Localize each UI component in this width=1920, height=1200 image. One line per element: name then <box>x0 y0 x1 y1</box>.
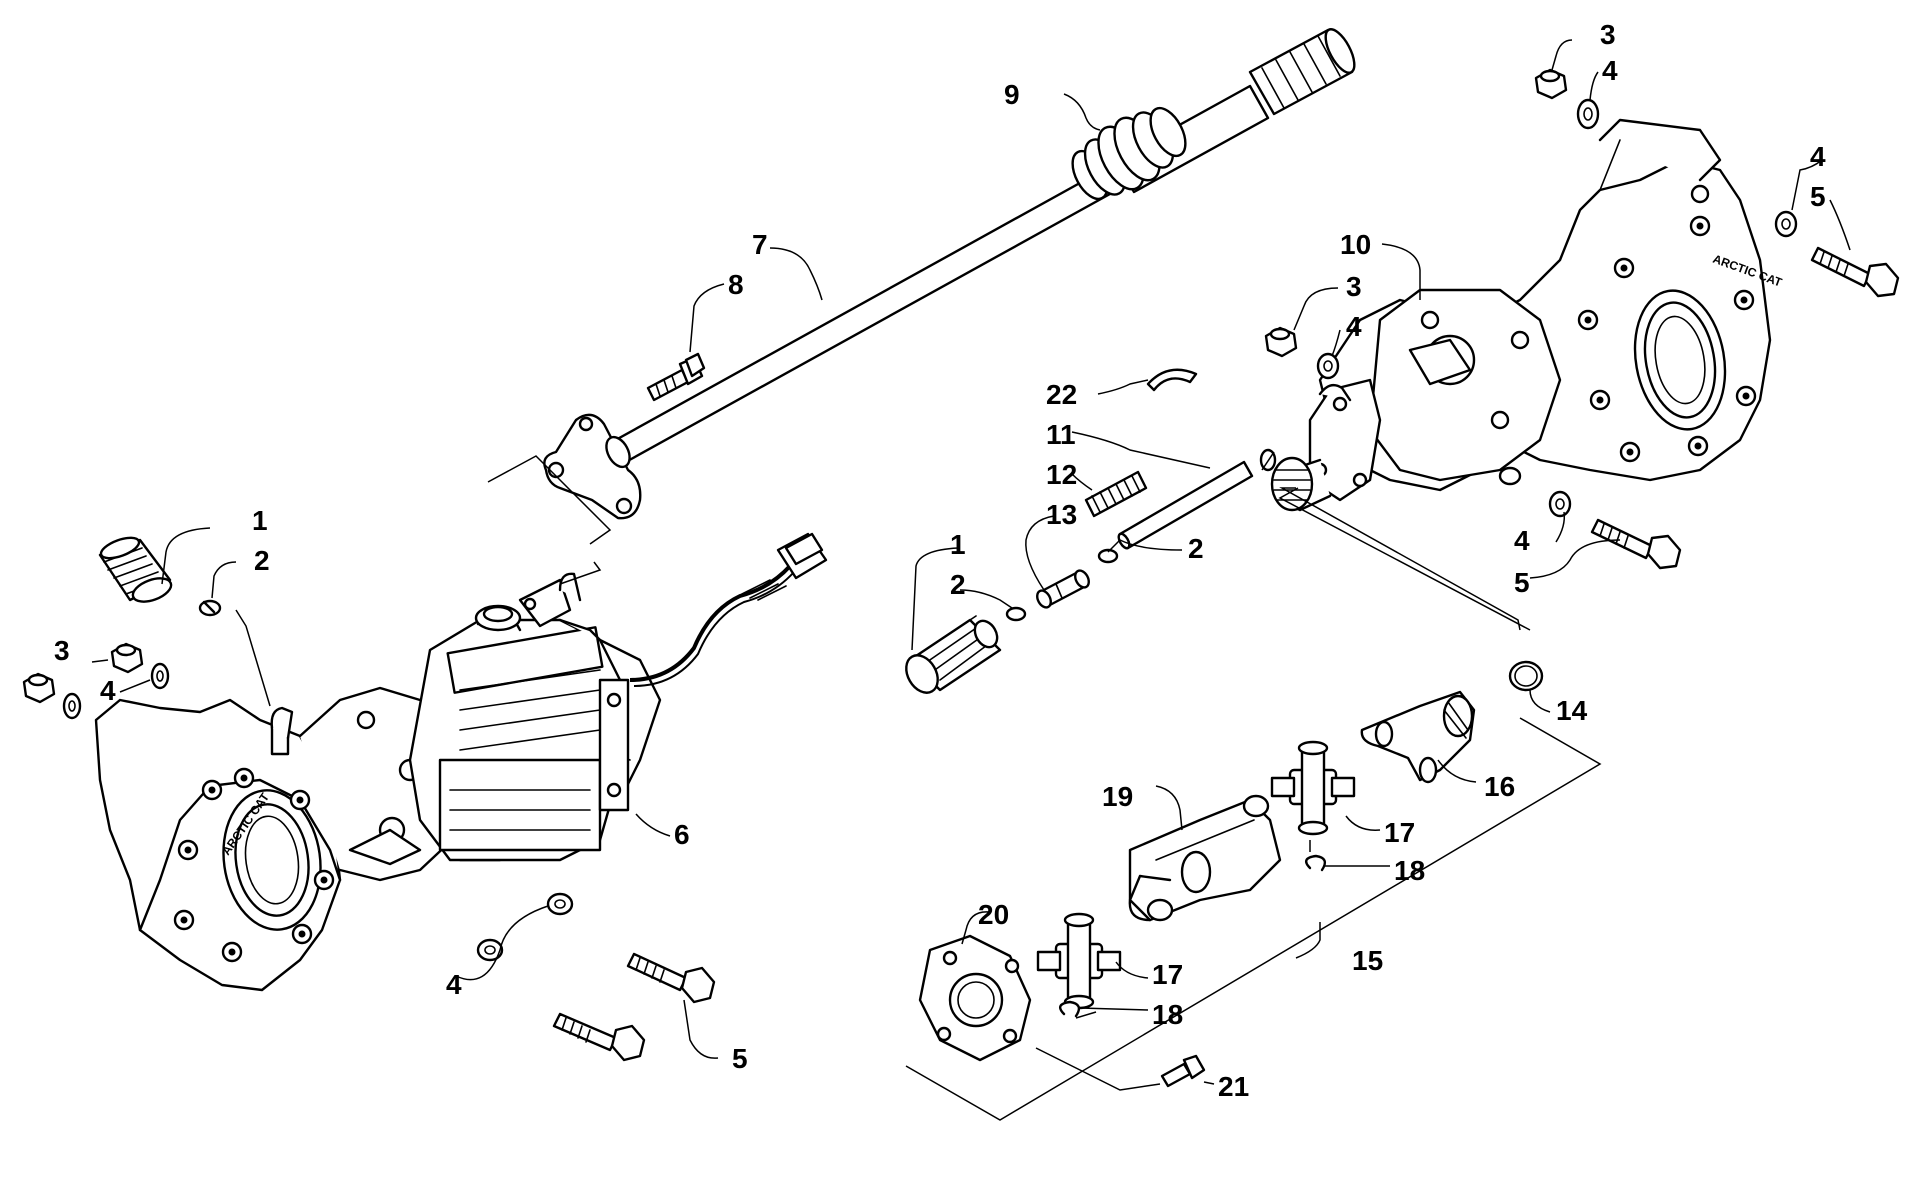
o-ring-14[interactable] <box>1508 660 1544 692</box>
fitting-left-vent[interactable] <box>270 706 294 740</box>
u-joint-17-lower[interactable] <box>1036 912 1122 1010</box>
yoke-16[interactable] <box>1360 690 1476 784</box>
callout-4-right-lower: 4 <box>1514 525 1530 556</box>
callout-20: 20 <box>978 899 1009 930</box>
callout-2-right: 2 <box>1188 533 1204 564</box>
callout-4-left-bottom: 4 <box>446 969 462 1000</box>
callout-3-right-top: 3 <box>1600 19 1616 50</box>
yoke-19[interactable] <box>1128 794 1282 922</box>
callout-17-upper: 17 <box>1384 817 1415 848</box>
callout-5-left: 5 <box>732 1043 748 1074</box>
callout-5-right-upper: 5 <box>1810 181 1826 212</box>
callout-16: 16 <box>1484 771 1515 802</box>
washer-4-right-lower[interactable] <box>1548 490 1572 518</box>
nut-3-right-top[interactable] <box>1534 68 1568 100</box>
callout-14: 14 <box>1556 695 1588 726</box>
flange-20[interactable] <box>918 934 1032 1062</box>
bolt-5-left-a[interactable] <box>626 952 716 1004</box>
callout-2-center: 2 <box>950 569 966 600</box>
nut-3-right-mid[interactable] <box>1264 326 1298 358</box>
callout-4-right-top: 4 <box>1602 55 1618 86</box>
bolt-5-right-upper[interactable] <box>1810 246 1900 298</box>
fitting-13[interactable] <box>1034 568 1091 610</box>
ring-22[interactable] <box>1146 368 1198 392</box>
bolt-5-left-b[interactable] <box>552 1012 646 1062</box>
snap-ring-18-lower[interactable] <box>1058 1000 1081 1018</box>
callout-3-right-mid: 3 <box>1346 271 1362 302</box>
vent-fitting-1-right[interactable] <box>900 615 1002 698</box>
washer-4-left-c[interactable] <box>546 892 574 916</box>
callout-1-left: 1 <box>252 505 268 536</box>
callout-1-center: 1 <box>950 529 966 560</box>
callout-12: 12 <box>1046 459 1077 490</box>
leader-lines <box>91 39 1851 1085</box>
washer-4-left-a[interactable] <box>150 662 170 690</box>
washer-4-right-upper[interactable] <box>1774 210 1798 238</box>
clamp-2-center[interactable] <box>1005 606 1027 622</box>
callout-8: 8 <box>728 269 744 300</box>
shaft-flange-yoke[interactable] <box>543 413 642 520</box>
callout-11: 11 <box>1046 419 1076 450</box>
bolt-21[interactable] <box>1160 1054 1206 1088</box>
clamp-2-left[interactable] <box>198 599 222 617</box>
snap-ring-18-upper[interactable] <box>1304 854 1327 872</box>
washer-4-left-b[interactable] <box>62 692 82 720</box>
rear-differential[interactable]: ARCTIC CAT <box>1270 118 1784 512</box>
callout-7: 7 <box>752 229 768 260</box>
u-joint-17-upper[interactable] <box>1270 740 1356 836</box>
callout-4-right-mid: 4 <box>1346 311 1362 342</box>
nut-3-left-lower[interactable] <box>22 672 56 704</box>
callout-4-left-top: 4 <box>100 675 116 706</box>
bolt-8[interactable] <box>646 352 706 402</box>
assembly-outline-lines <box>487 455 1602 1121</box>
callout-18-lower: 18 <box>1152 999 1183 1030</box>
vent-fitting-1-left[interactable] <box>98 534 174 607</box>
drive-shaft[interactable] <box>610 25 1360 465</box>
spring-12[interactable] <box>1084 470 1148 518</box>
shaft-boot[interactable] <box>1065 102 1192 204</box>
callout-2-left: 2 <box>254 545 270 576</box>
callout-3-left: 3 <box>54 635 70 666</box>
callout-18-upper: 18 <box>1394 855 1425 886</box>
callout-4-right-upper: 4 <box>1810 141 1826 172</box>
callout-22: 22 <box>1046 379 1077 410</box>
callout-6: 6 <box>674 819 690 850</box>
front-diff-actuator[interactable] <box>348 572 630 866</box>
callout-9: 9 <box>1004 79 1020 110</box>
callout-13: 13 <box>1046 499 1077 530</box>
washer-4-right-top[interactable] <box>1576 98 1600 130</box>
washer-4-right-mid[interactable] <box>1316 352 1340 380</box>
callout-5-right-lower: 5 <box>1514 567 1530 598</box>
callout-19: 19 <box>1102 781 1133 812</box>
bolt-5-right-lower[interactable] <box>1590 518 1682 570</box>
callout-17-lower: 17 <box>1152 959 1183 990</box>
callout-10: 10 <box>1340 229 1371 260</box>
nut-3-left-upper[interactable] <box>110 642 144 674</box>
callout-21: 21 <box>1218 1071 1249 1102</box>
actuator-wire-harness[interactable] <box>629 532 828 687</box>
callout-15: 15 <box>1352 945 1383 976</box>
washer-4-left-d[interactable] <box>476 938 504 962</box>
clamp-2-tube[interactable] <box>1097 548 1119 564</box>
